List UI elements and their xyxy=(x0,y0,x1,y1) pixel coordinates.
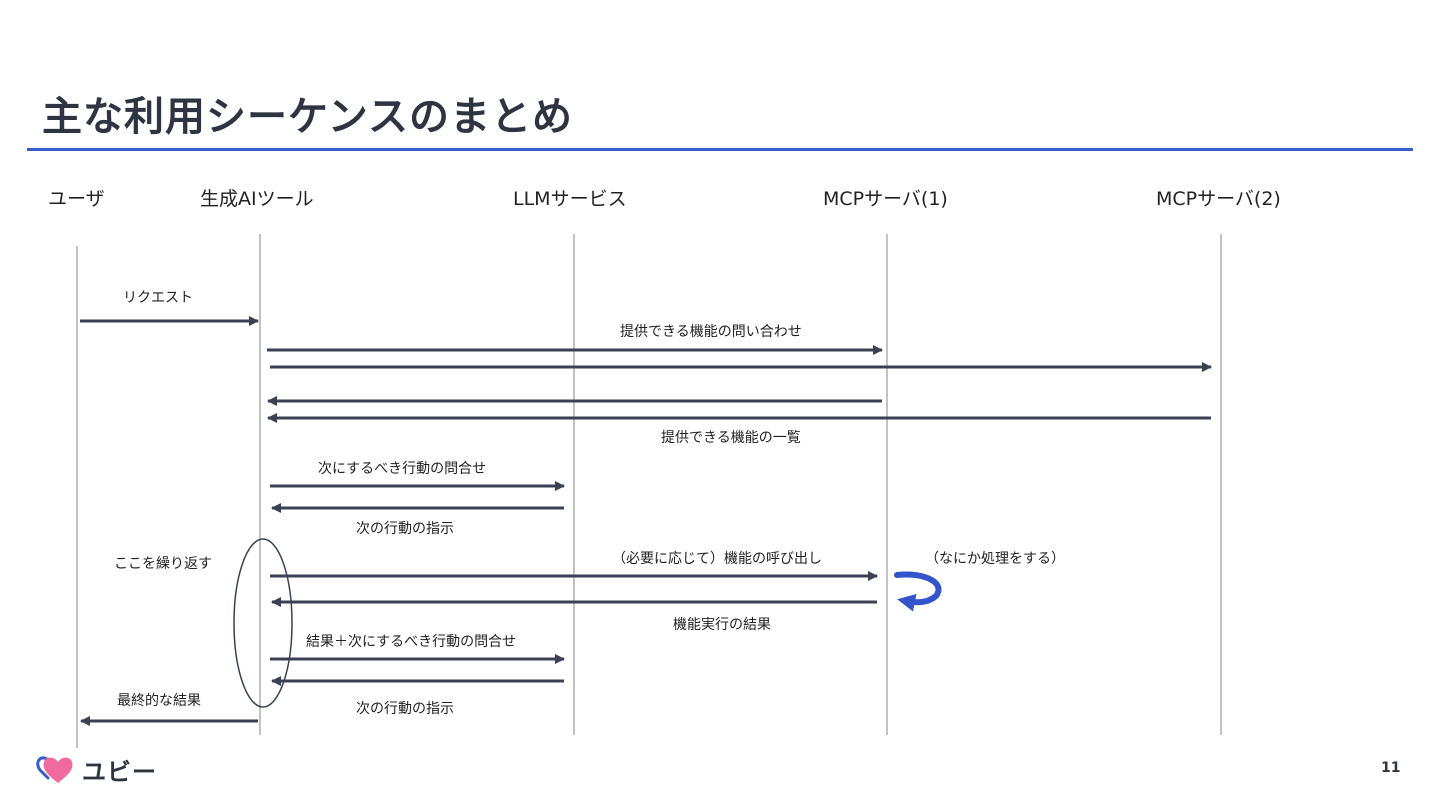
title-underline xyxy=(27,148,1413,151)
actor-mcp-server-1: MCPサーバ(1) xyxy=(823,188,948,210)
processing-curve-arrow xyxy=(894,571,942,612)
actor-user: ユーザ xyxy=(48,188,105,210)
actor-ai-tool: 生成AIツール xyxy=(200,188,314,210)
label-next-action-instruction: 次の行動の指示 xyxy=(356,521,454,537)
label-capability-query: 提供できる機能の問い合わせ xyxy=(620,324,802,340)
label-next-action-instruction-2: 次の行動の指示 xyxy=(356,701,454,717)
label-function-call: （必要に応じて）機能の呼び出し xyxy=(612,551,822,567)
label-request: リクエスト xyxy=(123,290,193,306)
brand-logo: ユビー xyxy=(36,752,157,786)
label-next-action-query: 次にするべき行動の問合せ xyxy=(318,461,487,477)
label-result-plus-query: 結果＋次にするべき行動の問合せ xyxy=(306,634,517,650)
actor-llm-service: LLMサービス xyxy=(513,188,627,210)
label-final-result: 最終的な結果 xyxy=(117,693,201,709)
slide-title: 主な利用シーケンスのまとめ xyxy=(42,94,573,140)
label-processing-note: （なにか処理をする） xyxy=(925,551,1065,567)
heart-icon xyxy=(36,756,73,783)
actor-mcp-server-2: MCPサーバ(2) xyxy=(1156,188,1281,210)
label-function-result: 機能実行の結果 xyxy=(673,617,771,633)
page-number: 11 xyxy=(1381,760,1401,776)
label-capability-list: 提供できる機能の一覧 xyxy=(661,430,801,446)
repeat-loop-ellipse xyxy=(233,538,293,708)
label-repeat-note: ここを繰り返す xyxy=(114,556,212,572)
logo-text: ユビー xyxy=(82,757,157,786)
